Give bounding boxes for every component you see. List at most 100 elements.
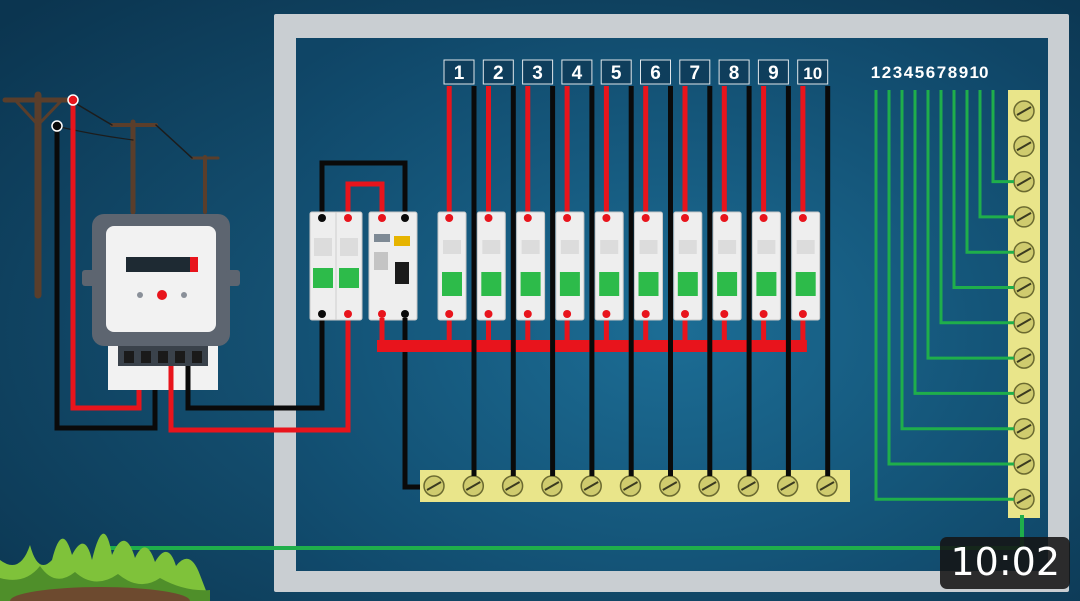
mcb-top-terminal	[523, 214, 532, 222]
mcb-label-plate	[718, 240, 737, 254]
screw-slot	[623, 481, 638, 491]
earth-bar	[1008, 90, 1040, 518]
circuit-label-box	[640, 59, 671, 85]
earth-bar-screw	[1013, 417, 1035, 440]
neutral-bar-screw	[619, 475, 642, 497]
mcb-breaker-6	[634, 211, 663, 321]
screw-slot	[701, 481, 717, 491]
neutral-bar-screw	[462, 475, 485, 497]
main-to-rcd-links	[319, 160, 408, 212]
circuit-label-text: 4	[572, 63, 583, 84]
earth-wire	[926, 90, 1014, 360]
neutral-bar-screw	[541, 475, 563, 497]
screw-slot	[1016, 176, 1032, 187]
screw-slot	[465, 481, 481, 491]
mcb-breaker-10	[791, 211, 821, 321]
circuit-label-4: 4	[561, 59, 593, 85]
circuit-label-text: 9	[768, 63, 779, 84]
mcb-bottom-terminal	[720, 310, 729, 318]
mcb-top-terminal	[641, 214, 650, 222]
mcb-top-terminal	[681, 214, 689, 222]
earth-label-text: 7	[937, 63, 946, 82]
neutral-bar-screw	[501, 475, 524, 497]
circuit-label-text: 1	[454, 63, 465, 84]
mcb-toggle	[795, 272, 816, 296]
earth-bar-screw	[1013, 276, 1035, 299]
screw-slot	[1016, 459, 1032, 469]
earth-bar-screw	[1013, 347, 1035, 369]
mcb-bottom-terminal	[759, 310, 768, 318]
mcb-body	[594, 211, 624, 321]
mcb-breaker-5	[594, 211, 624, 321]
mcb-bottom-terminal	[484, 310, 493, 318]
mcb-bottom-terminal	[641, 310, 650, 318]
circuit-label-6: 6	[640, 59, 671, 85]
mcb-bottom-terminal	[602, 310, 611, 318]
earth-label-text: 6	[926, 63, 935, 82]
circuit-label-box	[679, 59, 711, 85]
mcb-toggle	[481, 272, 502, 296]
mcb-toggle	[599, 272, 620, 296]
mcb-top-terminal	[798, 214, 807, 222]
earth-bar-screw	[1013, 241, 1035, 263]
mcb-body	[476, 211, 506, 321]
screw-slot	[1016, 106, 1032, 116]
mcb-toggle	[559, 272, 580, 296]
earth-bar-screw	[1013, 382, 1035, 405]
mcb-label-plate	[639, 240, 658, 254]
circuit-label-2: 2	[482, 59, 514, 85]
earth-bar-screw	[1013, 170, 1035, 193]
mcb-top-terminal	[445, 214, 454, 222]
circuit-label-text: 10	[803, 64, 822, 83]
rcd-device	[368, 211, 418, 321]
earth-label-text: 4	[904, 63, 914, 82]
circuit-label-5: 5	[600, 59, 632, 85]
mcb-body	[791, 211, 821, 321]
circuit-label-box	[600, 59, 632, 85]
earth-bar-screw	[1013, 488, 1035, 511]
circuit-label-text: 2	[493, 63, 504, 84]
service-neutral-wire	[54, 126, 158, 431]
mcb-label-plate	[796, 240, 815, 254]
earth-label-text: 2	[882, 63, 891, 82]
circuit-label-9: 9	[757, 59, 789, 85]
circuit-label-8: 8	[718, 59, 750, 85]
mcb-top-terminal	[563, 214, 572, 222]
screw-slot	[1016, 317, 1032, 328]
earth-wire	[939, 90, 1014, 325]
screw-slot	[662, 481, 678, 491]
mcb-top-terminal	[484, 214, 493, 222]
mcb-bottom-terminal	[798, 310, 807, 318]
earth-wire	[965, 90, 1014, 254]
pole-live-terminal	[67, 94, 79, 106]
mcb-toggle	[717, 272, 738, 296]
meter-indicator-light	[157, 290, 167, 300]
circuit-label-1: 1	[443, 59, 475, 85]
circuit-label-3: 3	[522, 59, 554, 85]
circuit-label-box	[718, 59, 750, 85]
circuit-label-text: 8	[729, 63, 740, 84]
circuit-label-box	[757, 59, 789, 85]
mcb-body	[516, 211, 546, 321]
mcb-toggle	[677, 272, 698, 296]
mcb-breaker-7	[673, 211, 703, 321]
circuit-label-7: 7	[679, 59, 711, 85]
mcb-toggle	[520, 272, 541, 296]
main-to-rcd-neutral	[319, 160, 408, 212]
pole-neutral-terminal	[51, 120, 63, 132]
earth-wire	[952, 90, 1014, 289]
neutral-bar-feed	[402, 318, 420, 490]
mcb-body	[751, 211, 781, 321]
earth-label-text: 5	[915, 63, 924, 82]
earth-bar-screw	[1013, 312, 1035, 334]
earth-wire	[978, 90, 1014, 219]
main-to-rcd-live	[345, 181, 385, 212]
earth-bar-screw	[1013, 135, 1035, 158]
screw-slot	[1016, 494, 1032, 505]
mcb-top-terminal	[602, 214, 611, 222]
screw-slot	[1016, 282, 1032, 293]
circuit-label-text: 3	[532, 63, 543, 84]
